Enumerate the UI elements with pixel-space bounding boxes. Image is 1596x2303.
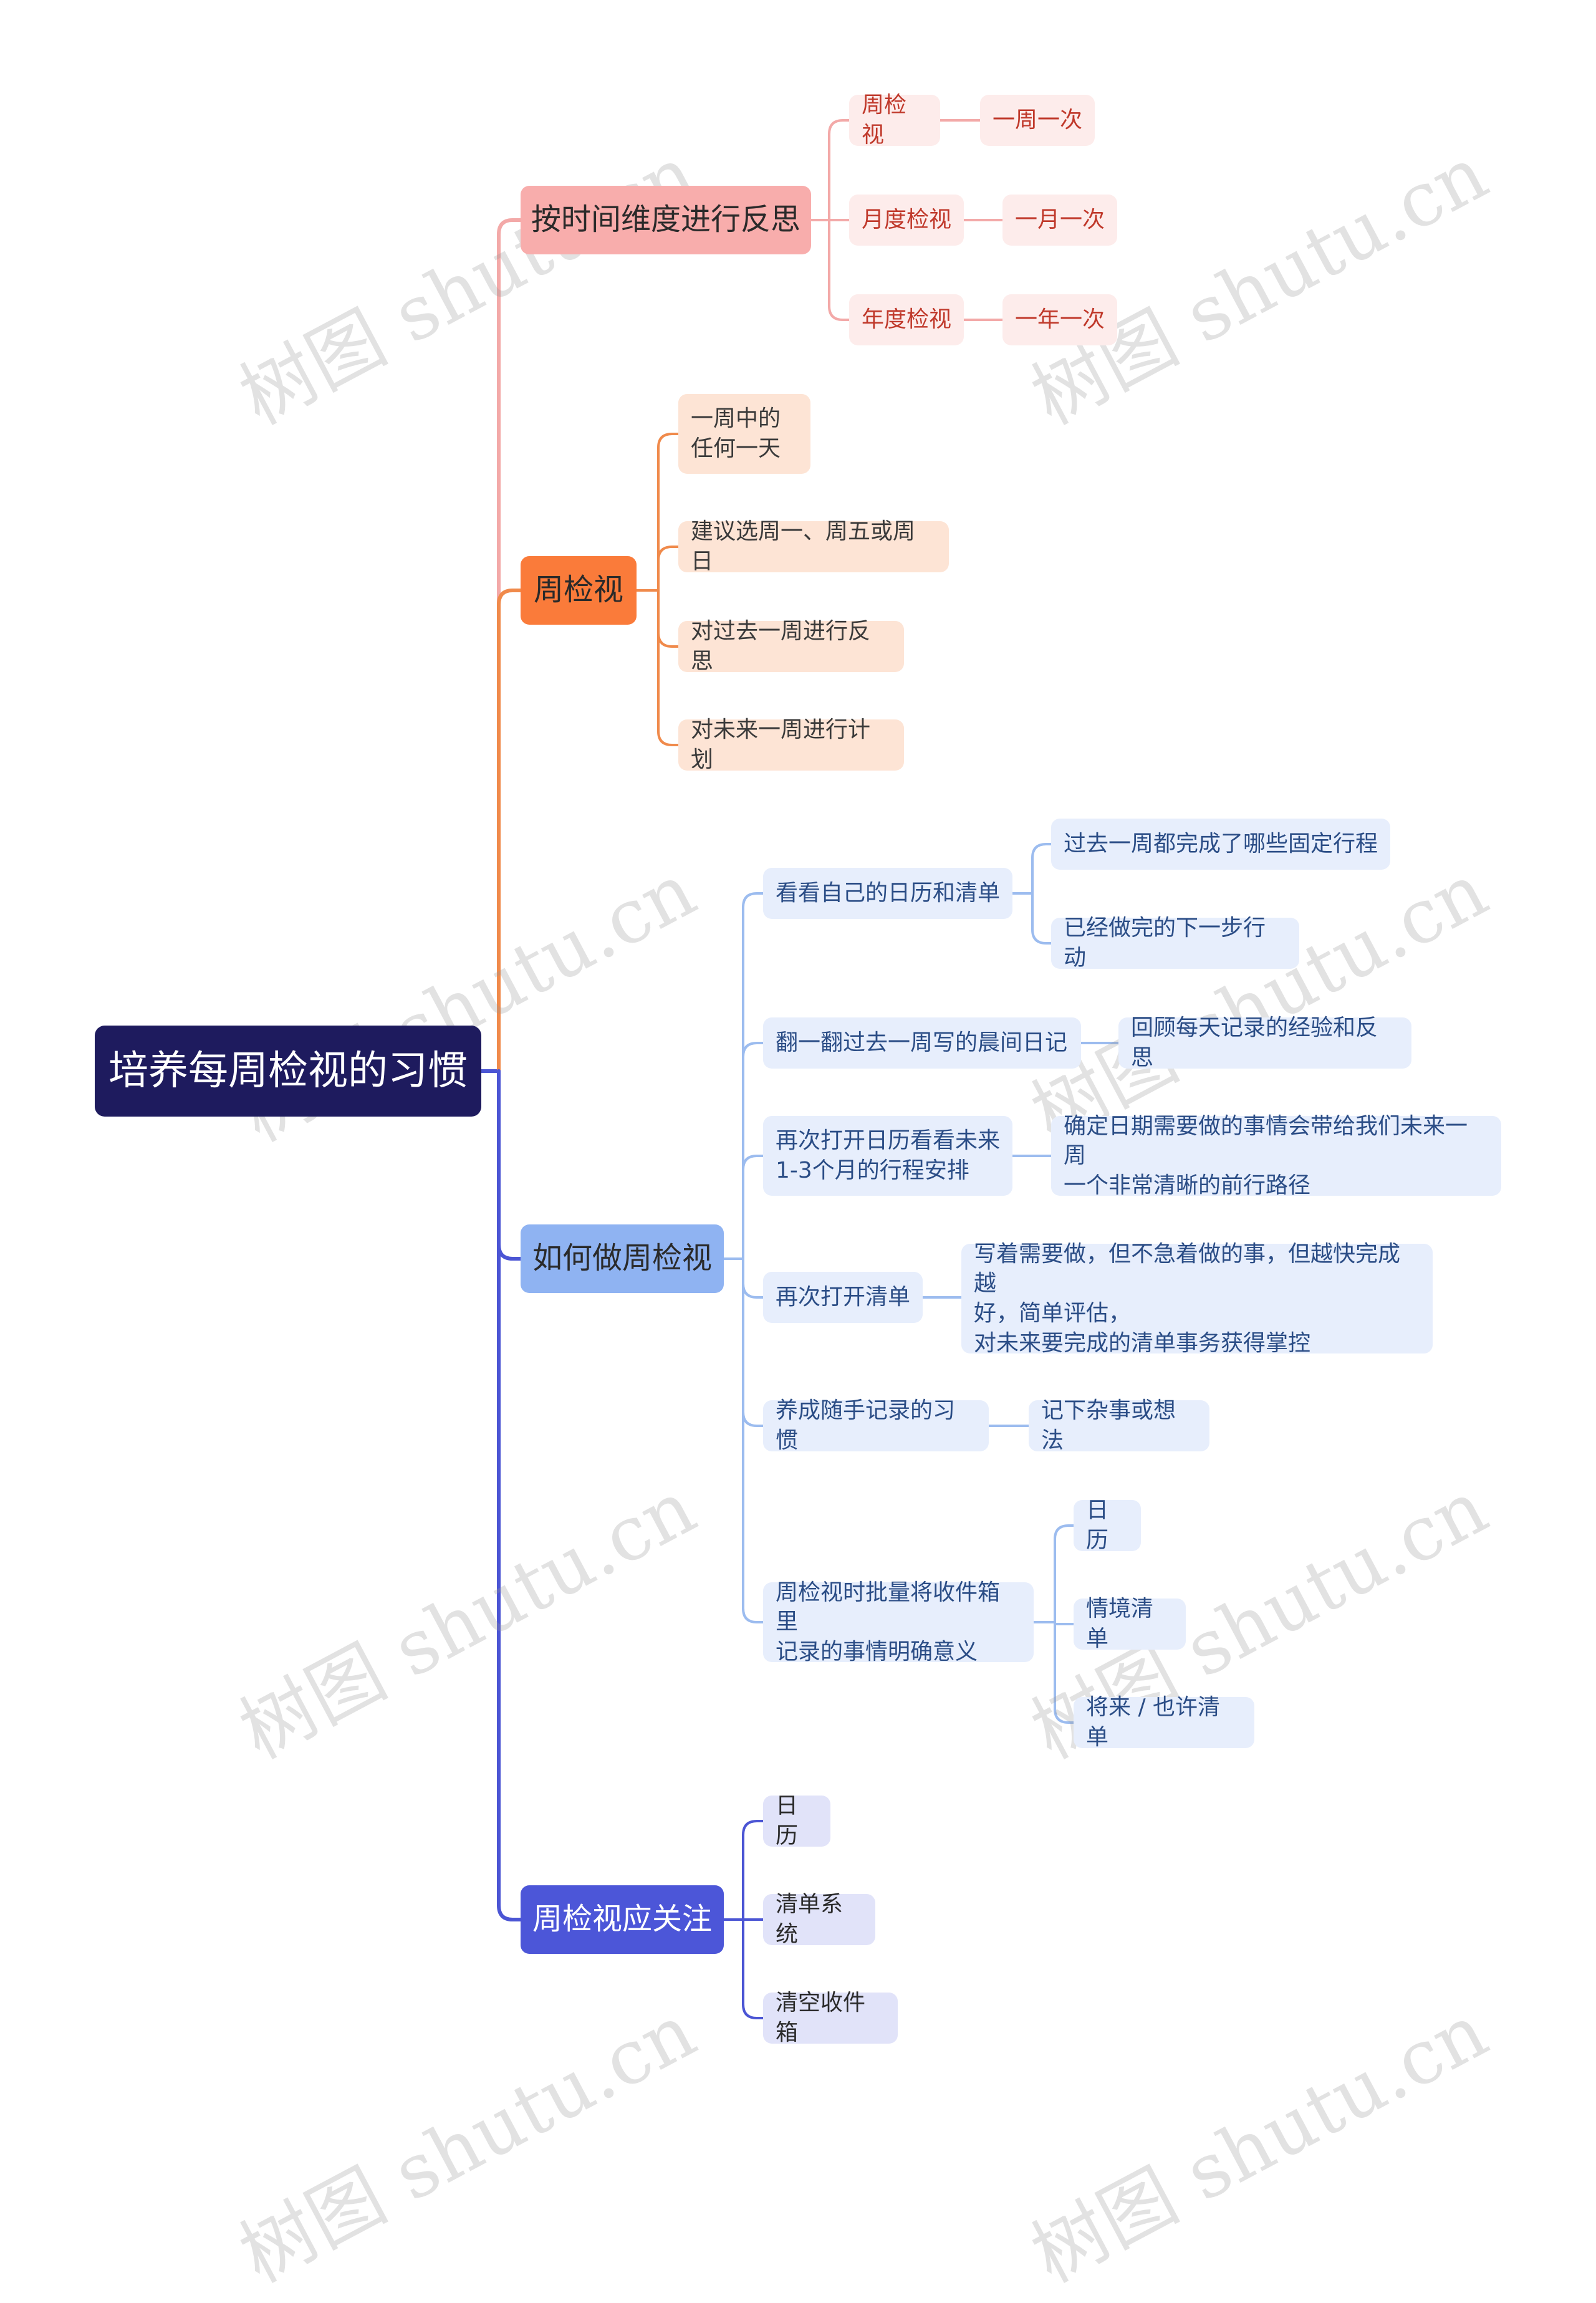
connector-line bbox=[657, 589, 680, 648]
subtopic-label: 周检视 bbox=[862, 92, 907, 148]
subtopic-label: 一周中的 任何一天 bbox=[691, 406, 781, 461]
subtopic-label: 养成随手记录的习惯 bbox=[776, 1398, 956, 1453]
subtopic-label: 日历 bbox=[776, 1793, 799, 1849]
connector-line bbox=[657, 589, 680, 746]
subtopic-capture-ideas[interactable]: 记下杂事或想法 bbox=[1029, 1398, 1209, 1453]
connector-line bbox=[742, 1257, 764, 1427]
subtopic-calendar[interactable]: 日历 bbox=[763, 1793, 830, 1849]
subtopic-label: 再次打开日历看看未来 1-3个月的行程安排 bbox=[776, 1128, 1001, 1183]
connector-line bbox=[497, 1069, 522, 1921]
connector-line bbox=[1031, 892, 1052, 945]
connector-line bbox=[497, 1069, 522, 1261]
subtopic-weekly-review[interactable]: 周检视 bbox=[849, 92, 940, 148]
connector-line bbox=[742, 1155, 764, 1260]
subtopic-label: 年度检视 bbox=[862, 307, 952, 333]
branch-time-dimension[interactable]: 按时间维度进行反思 bbox=[521, 186, 811, 254]
connector-line bbox=[1054, 1621, 1075, 1724]
subtopic-process-inbox[interactable]: 周检视时批量将收件箱里 记录的事情明确意义 bbox=[763, 1580, 1034, 1665]
subtopic-label: 月度检视 bbox=[862, 207, 952, 233]
branch-label: 周检视应关注 bbox=[532, 1902, 712, 1937]
subtopic-fixed-schedule[interactable]: 过去一周都完成了哪些固定行程 bbox=[1051, 819, 1390, 870]
connector-line bbox=[657, 546, 680, 592]
subtopic-label: 回顾每天记录的经验和反思 bbox=[1131, 1015, 1378, 1070]
subtopic-context-lists[interactable]: 情境清单 bbox=[1074, 1596, 1186, 1652]
subtopic-clear-path[interactable]: 确定日期需要做的事情会带给我们未来一周 一个非常清晰的前行路径 bbox=[1051, 1113, 1501, 1198]
connector-line bbox=[828, 219, 850, 321]
subtopic-label: 清空收件箱 bbox=[776, 1990, 866, 2046]
subtopic-note-habit[interactable]: 养成随手记录的习惯 bbox=[763, 1398, 989, 1453]
subtopic-calendar-and-lists[interactable]: 看看自己的日历和清单 bbox=[763, 868, 1012, 919]
subtopic-label: 建议选周一、周五或周日 bbox=[691, 519, 916, 574]
subtopic-someday-list[interactable]: 将来 / 也许清单 bbox=[1074, 1695, 1254, 1750]
subtopic-label: 一周一次 bbox=[993, 107, 1083, 133]
subtopic-once-a-month[interactable]: 一月一次 bbox=[1002, 195, 1117, 246]
subtopic-morning-journal[interactable]: 翻一翻过去一周写的晨间日记 bbox=[763, 1017, 1081, 1069]
connector-line bbox=[742, 1918, 764, 2019]
connector-line bbox=[742, 1257, 764, 1623]
subtopic-label: 情境清单 bbox=[1086, 1596, 1154, 1652]
connector-line bbox=[1054, 1524, 1075, 1623]
connector-line bbox=[742, 1820, 764, 1921]
subtopic-label: 写着需要做，但不急着做的事，但越快完成越 好，简单评估， 对未来要完成的清单事务… bbox=[974, 1241, 1401, 1356]
subtopic-list-control[interactable]: 写着需要做，但不急着做的事，但越快完成越 好，简单评估， 对未来要完成的清单事务… bbox=[961, 1241, 1433, 1356]
subtopic-plan-next-week[interactable]: 对未来一周进行计划 bbox=[678, 717, 904, 772]
branch-review-focus[interactable]: 周检视应关注 bbox=[521, 1885, 724, 1954]
subtopic-label: 确定日期需要做的事情会带给我们未来一周 一个非常清晰的前行路径 bbox=[1064, 1113, 1468, 1198]
subtopic-label: 一年一次 bbox=[1015, 307, 1105, 333]
subtopic-list-system[interactable]: 清单系统 bbox=[763, 1892, 875, 1947]
subtopic-label: 记下杂事或想法 bbox=[1041, 1398, 1176, 1453]
connector-line bbox=[1031, 843, 1052, 895]
root-topic-label: 培养每周检视的习惯 bbox=[108, 1047, 468, 1094]
connector-line bbox=[828, 119, 850, 221]
subtopic-daily-reflections[interactable]: 回顾每天记录的经验和反思 bbox=[1118, 1015, 1411, 1070]
subtopic-label: 对未来一周进行计划 bbox=[691, 717, 871, 772]
root-topic[interactable]: 培养每周检视的习惯 bbox=[95, 1026, 481, 1117]
subtopic-once-a-week[interactable]: 一周一次 bbox=[980, 95, 1095, 146]
connector-line bbox=[742, 1257, 764, 1299]
subtopic-completed-actions[interactable]: 已经做完的下一步行动 bbox=[1051, 915, 1299, 971]
connector-line bbox=[497, 589, 522, 1073]
subtopic-once-a-year[interactable]: 一年一次 bbox=[1002, 294, 1117, 345]
connector-line bbox=[657, 433, 680, 592]
subtopic-suggested-days[interactable]: 建议选周一、周五或周日 bbox=[678, 519, 949, 574]
subtopic-label: 过去一周都完成了哪些固定行程 bbox=[1064, 831, 1378, 857]
branch-how-to-review[interactable]: 如何做周检视 bbox=[521, 1224, 724, 1293]
subtopic-label: 对过去一周进行反思 bbox=[691, 618, 871, 674]
subtopic-any-day[interactable]: 一周中的 任何一天 bbox=[678, 394, 810, 474]
branch-label: 周检视 bbox=[533, 572, 623, 608]
subtopic-label: 日历 bbox=[1086, 1498, 1109, 1553]
subtopic-empty-inbox[interactable]: 清空收件箱 bbox=[763, 1990, 898, 2046]
branch-label: 按时间维度进行反思 bbox=[531, 202, 800, 238]
subtopic-label: 翻一翻过去一周写的晨间日记 bbox=[776, 1030, 1068, 1056]
connector-line bbox=[497, 218, 522, 1073]
connector-lines bbox=[479, 119, 1120, 2019]
subtopic-label: 再次打开清单 bbox=[776, 1284, 911, 1310]
subtopic-label: 将来 / 也许清单 bbox=[1086, 1695, 1221, 1750]
subtopic-reflect-past-week[interactable]: 对过去一周进行反思 bbox=[678, 618, 904, 674]
subtopic-label: 看看自己的日历和清单 bbox=[776, 880, 1001, 906]
branch-weekly-review[interactable]: 周检视 bbox=[521, 556, 637, 625]
subtopic-label: 清单系统 bbox=[776, 1892, 844, 1947]
subtopic-label: 周检视时批量将收件箱里 记录的事情明确意义 bbox=[776, 1579, 1001, 1665]
branch-label: 如何做周检视 bbox=[532, 1241, 712, 1276]
subtopic-reopen-lists[interactable]: 再次打开清单 bbox=[763, 1272, 923, 1323]
subtopic-calendar[interactable]: 日历 bbox=[1074, 1498, 1141, 1553]
subtopic-future-schedule[interactable]: 再次打开日历看看未来 1-3个月的行程安排 bbox=[763, 1116, 1012, 1196]
connector-line bbox=[742, 892, 764, 1260]
connector-line bbox=[742, 1042, 764, 1260]
subtopic-yearly-review[interactable]: 年度检视 bbox=[849, 294, 964, 345]
subtopic-monthly-review[interactable]: 月度检视 bbox=[849, 195, 964, 246]
subtopic-label: 一月一次 bbox=[1015, 207, 1105, 233]
subtopic-label: 已经做完的下一步行动 bbox=[1064, 915, 1266, 971]
